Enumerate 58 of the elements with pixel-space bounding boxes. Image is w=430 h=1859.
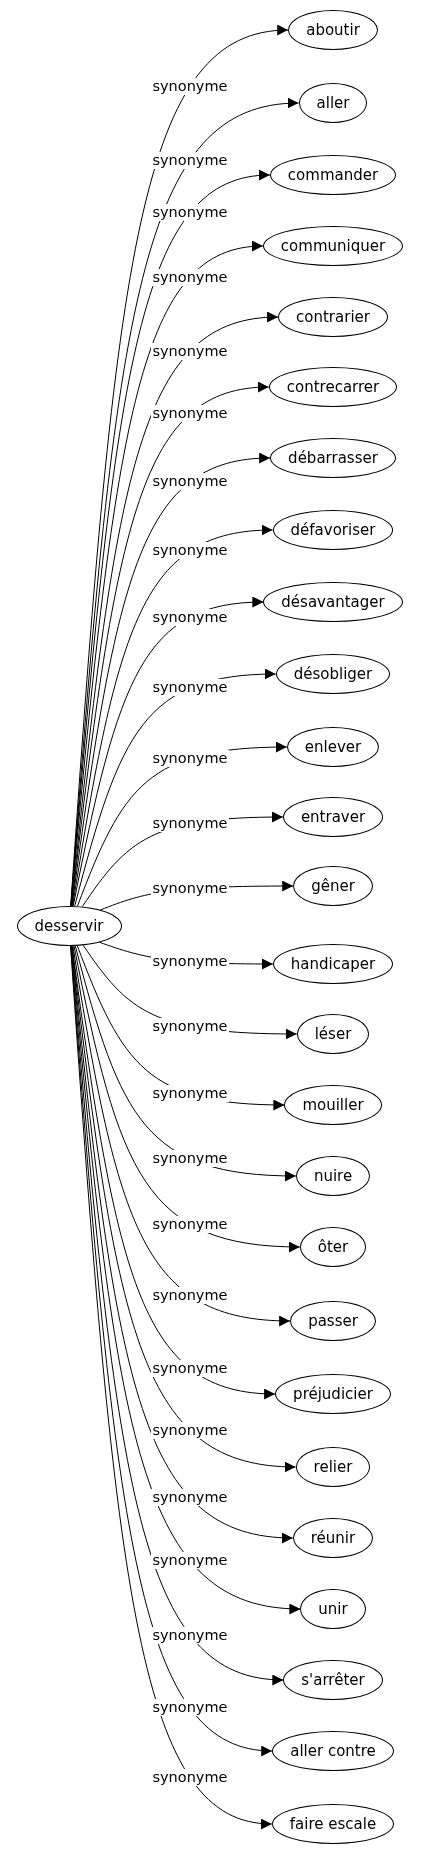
edge-label: synonyme bbox=[151, 405, 229, 423]
ellipse-node: relier bbox=[295, 1447, 371, 1487]
ellipse-node: faire escale bbox=[271, 1804, 395, 1844]
edge-label: synonyme bbox=[151, 1150, 229, 1168]
edge-label: synonyme bbox=[151, 342, 229, 360]
edge-label: synonyme bbox=[151, 953, 229, 971]
ellipse-node: nuire bbox=[295, 1156, 371, 1196]
ellipse-node: communiquer bbox=[262, 226, 404, 266]
arrow bbox=[72, 597, 264, 907]
edge-label: synonyme bbox=[151, 542, 229, 560]
arrow bbox=[73, 945, 301, 1252]
ellipse-node: s'arrêter bbox=[283, 1660, 383, 1700]
edge-label: synonyme bbox=[151, 1215, 229, 1233]
edge-label: synonyme bbox=[151, 1489, 229, 1507]
ellipse-node: gêner bbox=[293, 866, 373, 906]
ellipse-node: ôter bbox=[299, 1227, 367, 1267]
arrow bbox=[74, 945, 297, 1182]
ellipse-node: préjudicier bbox=[275, 1374, 391, 1414]
ellipse-node: entraver bbox=[282, 797, 384, 837]
ellipse-node: handicaper bbox=[272, 944, 394, 984]
ellipse-node: enlever bbox=[286, 727, 380, 767]
ellipse-node: débarrasser bbox=[270, 438, 396, 478]
edge-label: synonyme bbox=[151, 151, 229, 169]
ellipse-node: contrecarrer bbox=[268, 367, 398, 407]
edge-label: synonyme bbox=[151, 473, 229, 491]
ellipse-node: contrarier bbox=[278, 297, 388, 337]
ellipse-node: commander bbox=[269, 155, 397, 195]
edge-label: synonyme bbox=[151, 204, 229, 222]
arrow bbox=[72, 945, 291, 1326]
ellipse-node: aller contre bbox=[272, 1731, 394, 1771]
ellipse-node: aller bbox=[298, 83, 368, 123]
edge-label: synonyme bbox=[151, 1768, 229, 1786]
arrow bbox=[72, 525, 274, 907]
ellipse-node: unir bbox=[300, 1589, 366, 1629]
edge-label: synonyme bbox=[151, 815, 229, 833]
ellipse-node: léser bbox=[296, 1014, 370, 1054]
edge-label: synonyme bbox=[151, 608, 229, 626]
ellipse-node: aboutir bbox=[288, 10, 378, 50]
edge-label: synonyme bbox=[151, 77, 229, 95]
ellipse-node: passer bbox=[290, 1301, 376, 1341]
ellipse-node: désavantager bbox=[263, 582, 403, 622]
edge-label: synonyme bbox=[151, 1360, 229, 1378]
edge-label: synonyme bbox=[151, 268, 229, 286]
edge-label: synonyme bbox=[151, 1421, 229, 1439]
edge-label: synonyme bbox=[151, 1286, 229, 1304]
edge-label: synonyme bbox=[151, 1552, 229, 1570]
ellipse-node: desservir bbox=[16, 906, 122, 946]
ellipse-node: mouiller bbox=[284, 1085, 382, 1125]
edge-label: synonyme bbox=[151, 1626, 229, 1644]
edge-label: synonyme bbox=[151, 1085, 229, 1103]
ellipse-node: réunir bbox=[292, 1518, 374, 1558]
ellipse-node: désobliger bbox=[275, 654, 391, 694]
ellipse-node: défavoriser bbox=[272, 510, 394, 550]
edge-label: synonyme bbox=[151, 679, 229, 697]
edge-label: synonyme bbox=[151, 1699, 229, 1717]
arrow bbox=[71, 945, 276, 1399]
edge-label: synonyme bbox=[151, 749, 229, 767]
edge-label: synonyme bbox=[151, 1017, 229, 1035]
